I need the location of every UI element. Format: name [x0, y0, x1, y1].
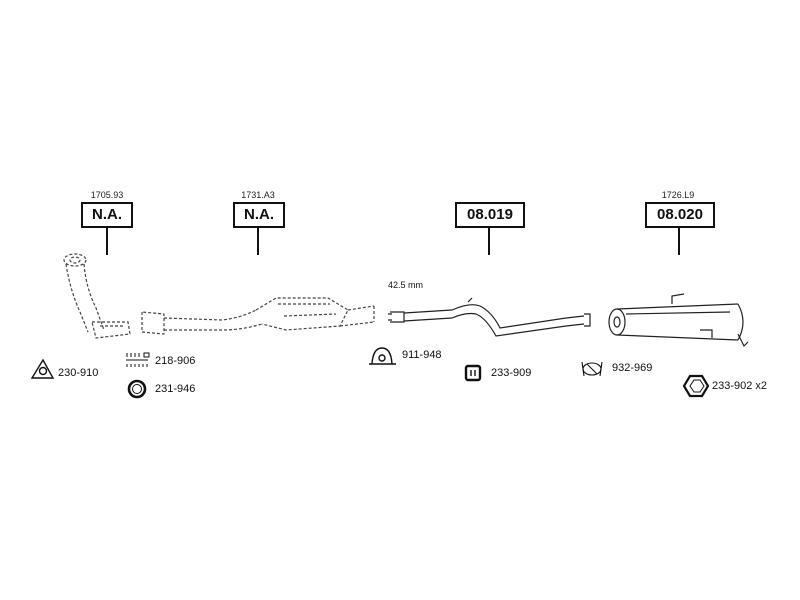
part-code-box-center-pipe[interactable]: 08.019	[455, 202, 525, 228]
part-label-218-906[interactable]: 218-906	[155, 355, 196, 367]
leader-line	[257, 226, 259, 255]
downpipe-drawing	[63, 253, 131, 339]
part-label-233-902[interactable]: 233-902 x2	[712, 380, 768, 392]
hex-nut-icon	[682, 374, 710, 398]
part-label-231-946[interactable]: 231-946	[155, 383, 196, 395]
part-label-233-909[interactable]: 233-909	[491, 367, 532, 379]
pipe-diameter-label: 42.5 mm	[388, 280, 424, 290]
center-pipe-drawing	[388, 297, 591, 337]
leader-line	[488, 226, 490, 255]
reference-1731-a3: 1731.A3	[241, 190, 275, 200]
leader-line	[678, 226, 680, 255]
bolt-kit-icon	[126, 352, 150, 367]
catalyst-drawing	[141, 297, 375, 335]
part-code-box-downpipe[interactable]: N.A.	[81, 202, 133, 228]
part-label-911-948[interactable]: 911-948	[402, 349, 442, 361]
sealing-ring-icon	[127, 379, 147, 399]
rubber-mount-icon	[464, 364, 482, 382]
leader-line	[106, 226, 108, 255]
reference-1705-93: 1705.93	[90, 190, 124, 200]
clamp-bracket-icon	[581, 361, 603, 377]
part-label-230-910[interactable]: 230-910	[58, 367, 99, 379]
part-code-box-catalyst[interactable]: N.A.	[233, 202, 285, 228]
part-code-box-rear-muffler[interactable]: 08.020	[645, 202, 715, 228]
pipe-clamp-icon	[369, 347, 396, 365]
rear-muffler-drawing	[608, 293, 749, 348]
gasket-triangle-icon	[30, 358, 55, 379]
part-label-932-969[interactable]: 932-969	[612, 362, 653, 374]
reference-1726-l9: 1726.L9	[661, 190, 695, 200]
